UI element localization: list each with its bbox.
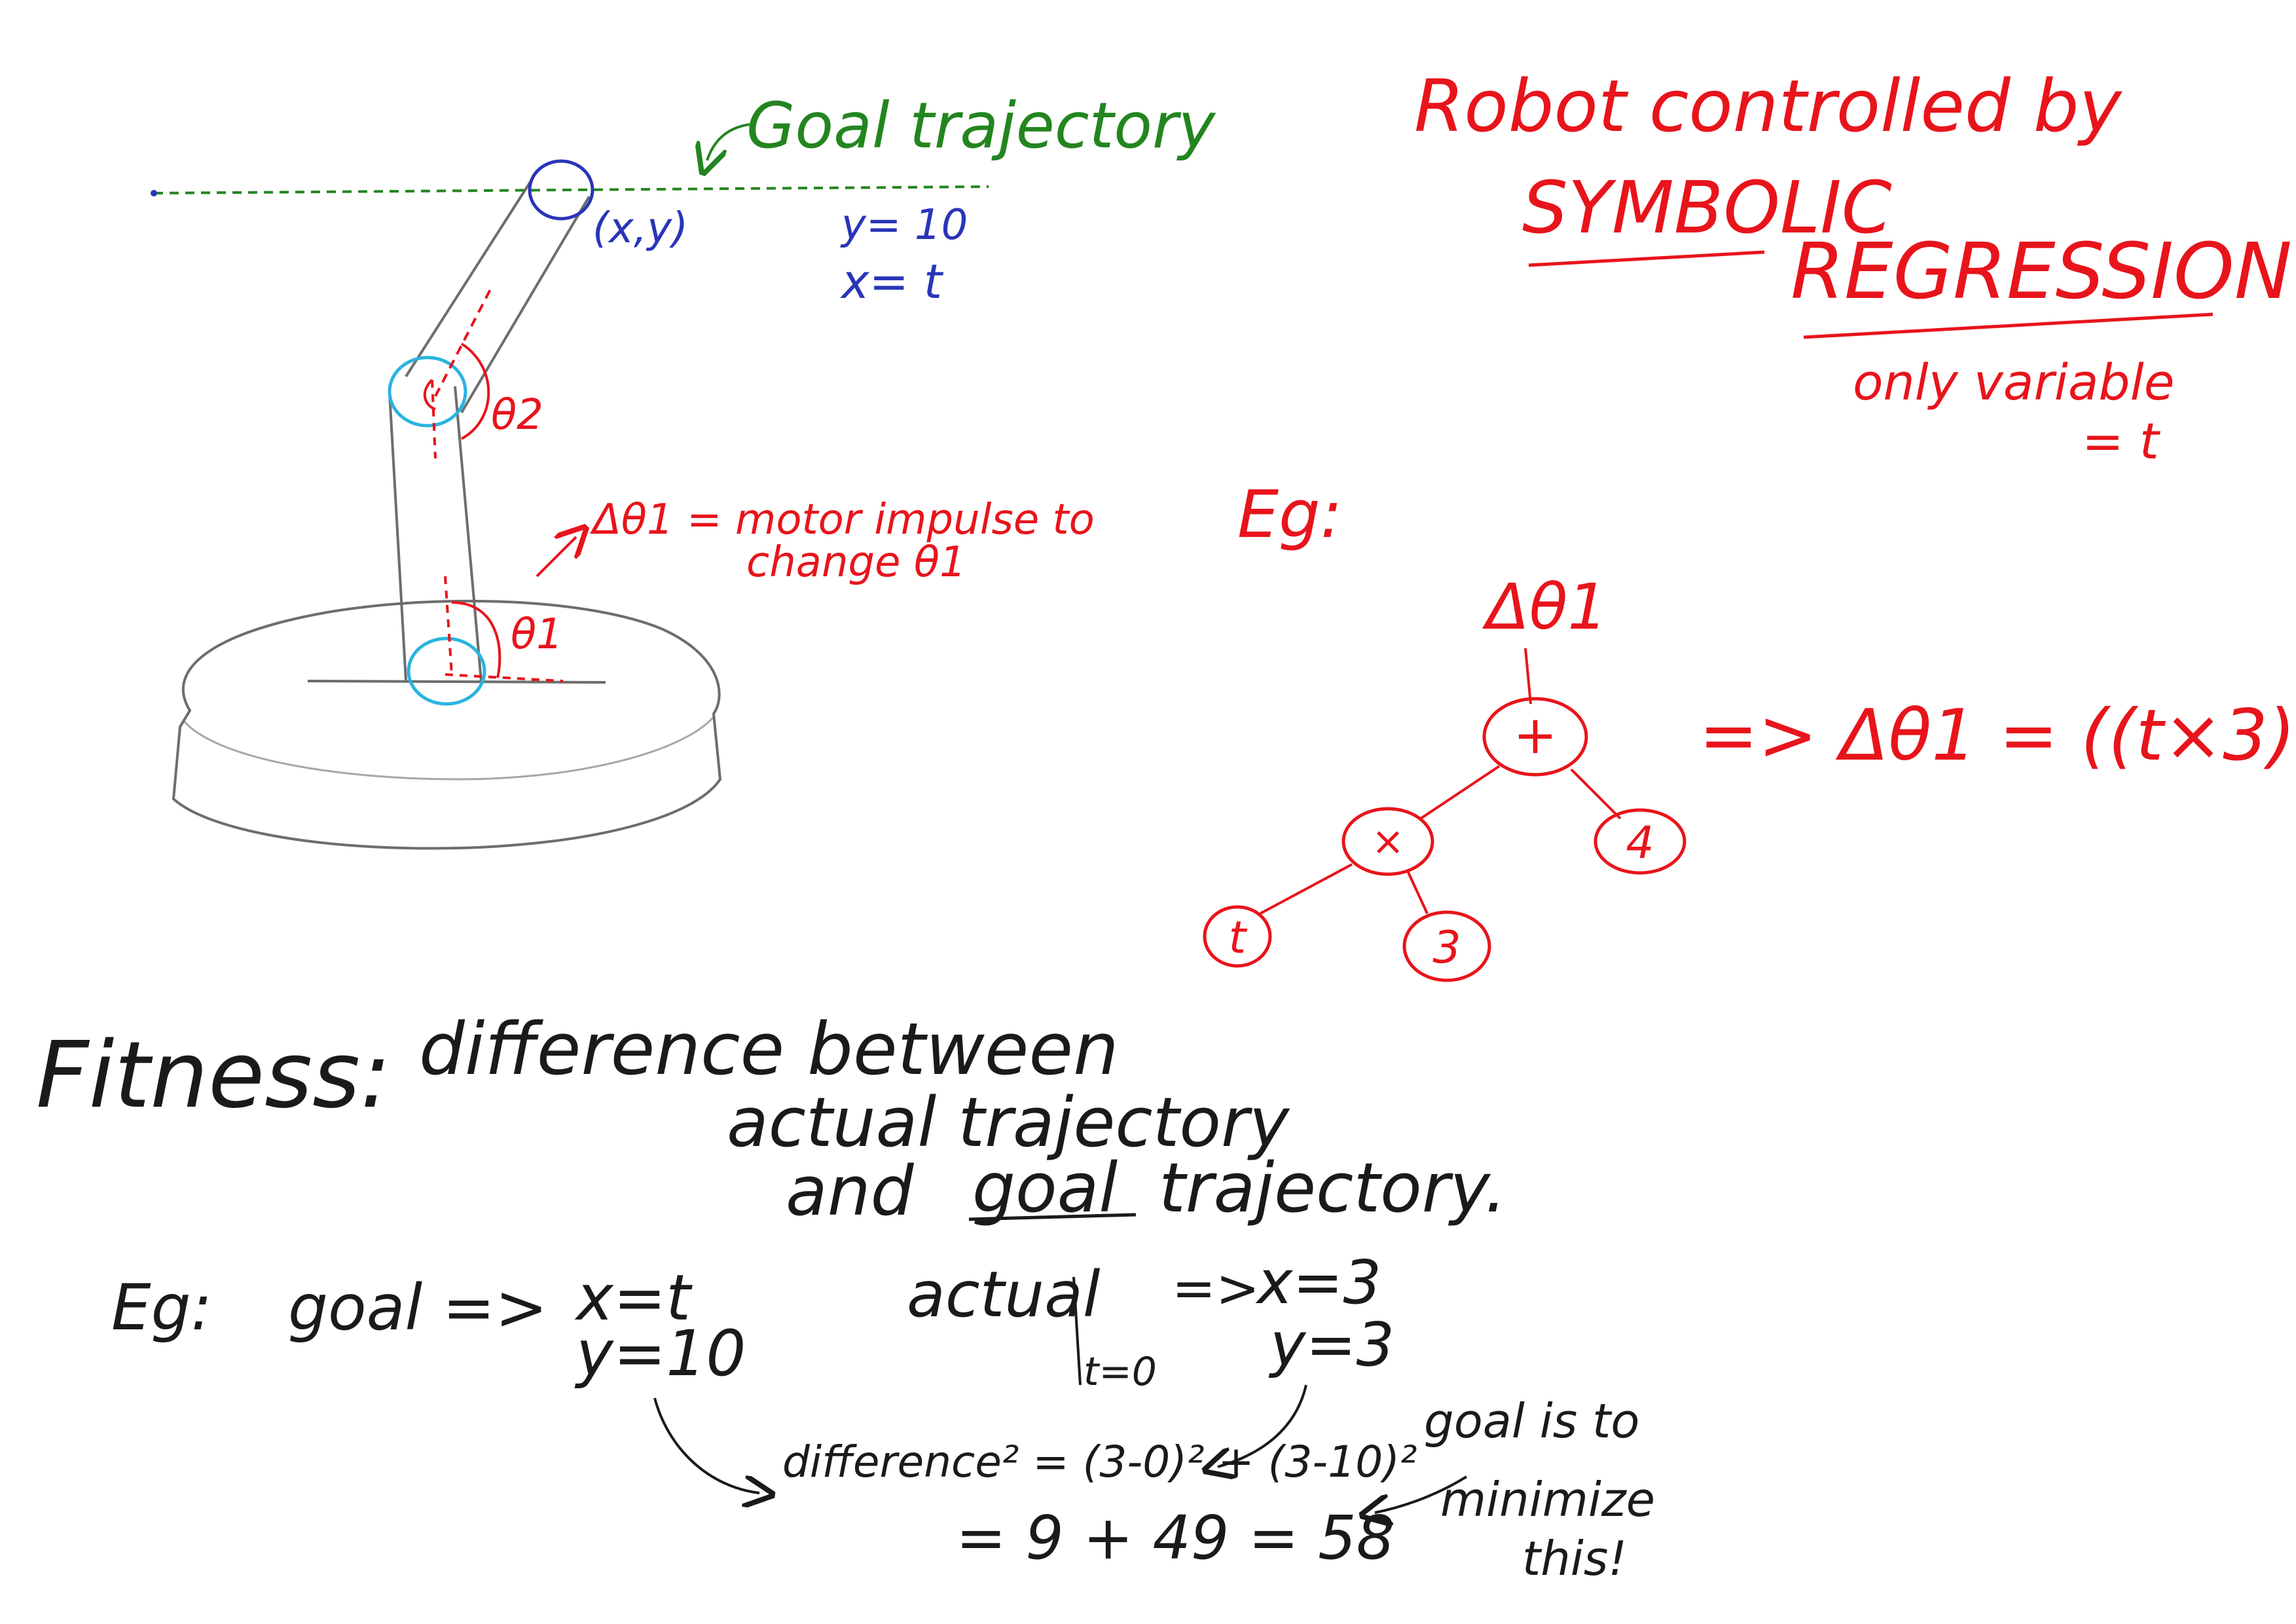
heading-line-3: REGRESSION! xyxy=(1791,226,2296,316)
tree-node-t xyxy=(1203,905,1272,968)
theta2-arc xyxy=(460,342,490,440)
heading-line-2: SYMBOLIC xyxy=(1522,166,1892,249)
fitness-title: Fitness: xyxy=(36,1022,391,1129)
result-equation: = 9 + 49 = 58 xyxy=(956,1503,1394,1573)
theta1-arc xyxy=(451,601,501,678)
lower-arm-segment xyxy=(388,386,483,682)
example-actual-label: actual xyxy=(907,1258,1101,1331)
shoulder-joint xyxy=(407,637,486,706)
example-actual-x: x=3 xyxy=(1255,1247,1381,1318)
goal-underline xyxy=(968,1213,1137,1221)
delta-theta-note-1: Δθ1 = motor impulse to xyxy=(589,496,1095,544)
arrow-note-to-result xyxy=(1375,1475,1468,1513)
variable-note-1: only variable xyxy=(1853,353,2175,411)
variable-note-2: = t xyxy=(2082,412,2161,470)
delta-theta-arrow xyxy=(536,537,576,578)
robot-base xyxy=(172,599,722,850)
tree-edge-plus-4 xyxy=(1570,768,1622,820)
goal-x-equation: x= t xyxy=(840,254,944,309)
difference-equation: difference² = (3-0)² + (3-10)² xyxy=(782,1437,1417,1487)
example-goal-y: y=10 xyxy=(574,1317,746,1390)
example-actual-arrow: => xyxy=(1172,1258,1260,1319)
tree-edge-times-3 xyxy=(1406,870,1429,914)
fitness-line-1: difference between xyxy=(419,1007,1119,1091)
theta1-dashed-vert xyxy=(444,576,453,675)
minimize-note-3: this! xyxy=(1522,1531,1627,1586)
theta2-label: θ2 xyxy=(491,391,543,439)
tree-edge-times-t xyxy=(1260,863,1353,915)
tree-eg-label: Eg: xyxy=(1237,476,1342,553)
goal-label-arrow xyxy=(707,123,750,160)
tree-node-times-label: × xyxy=(1372,819,1404,864)
fitness-line-2: actual trajectory xyxy=(727,1082,1290,1162)
fitness-definition: Fitness: difference between actual traje… xyxy=(36,1007,1506,1231)
trajectory-start-dot xyxy=(151,190,157,196)
theta2-dashed-vert xyxy=(431,379,437,459)
minimize-note-1: goal is to xyxy=(1424,1393,1639,1449)
example-actual-y: y=3 xyxy=(1268,1310,1394,1380)
heading-line-1: Robot controlled by xyxy=(1414,64,2123,148)
arrow-goal-to-diff xyxy=(653,1397,759,1493)
arrow-actual-to-diff xyxy=(1218,1384,1307,1467)
goal-trajectory-line xyxy=(153,185,989,194)
elbow-joint xyxy=(388,356,467,428)
theta1-label: θ1 xyxy=(511,610,563,659)
example-goal-label: goal => xyxy=(288,1271,548,1344)
tree-node-3 xyxy=(1402,910,1491,982)
tree-edge-root xyxy=(1524,648,1532,705)
tree-node-plus xyxy=(1482,697,1588,777)
evaluation-bar xyxy=(1072,1276,1082,1386)
heading-underline-2 xyxy=(1803,312,2214,339)
base-ground-line xyxy=(307,680,606,684)
theta2-small-arc xyxy=(423,378,436,411)
tree-node-3-label: 3 xyxy=(1432,922,1461,974)
example-t-subscript: t=0 xyxy=(1084,1349,1157,1395)
tree-result-equation: => Δθ1 = ((t×3) + 4) xyxy=(1699,695,2296,777)
tree-node-plus-label: + xyxy=(1513,705,1557,766)
tree-node-times xyxy=(1341,807,1434,876)
goal-y-equation: y= 10 xyxy=(840,201,968,249)
theta2-dashed-ref xyxy=(434,287,492,397)
tree-node-t-label: t xyxy=(1229,912,1248,964)
example-goal-x: x=t xyxy=(574,1261,693,1335)
tree-root-label: Δθ1 xyxy=(1482,570,1607,644)
fitness-line-3-and: and xyxy=(786,1151,915,1231)
fitness-example: Eg: goal => x=t y=10 actual t=0 => x=3 y… xyxy=(111,1247,1655,1586)
endpoint-label: (x,y) xyxy=(592,204,688,253)
goal-trajectory-label: Goal trajectory xyxy=(746,89,1216,162)
upper-arm-segment xyxy=(405,175,591,414)
robot-base-rim xyxy=(182,716,715,781)
tree-node-4-label: 4 xyxy=(1626,817,1654,869)
heading-underline-1 xyxy=(1528,250,1765,267)
tree-edge-plus-times xyxy=(1419,765,1501,820)
robot-sketch xyxy=(151,123,989,850)
minimize-note-2: minimize xyxy=(1440,1472,1655,1527)
robot-labels: Goal trajectory (x,y) y= 10 x= t θ2 θ1 Δ… xyxy=(491,89,1216,659)
expression-tree: Eg: Δθ1 + × 4 t 3 => Δθ1 = ((t×3) + 4) xyxy=(1203,476,2296,982)
fitness-line-3-trajectory: trajectory. xyxy=(1159,1148,1506,1228)
example-eg-label: Eg: xyxy=(111,1271,212,1344)
delta-theta-note-2: change θ1 xyxy=(746,538,966,587)
end-effector-joint xyxy=(528,159,594,221)
tree-node-4 xyxy=(1594,808,1686,875)
heading: Robot controlled by SYMBOLIC REGRESSION!… xyxy=(1414,64,2296,470)
theta1-dashed-horiz xyxy=(445,673,564,682)
